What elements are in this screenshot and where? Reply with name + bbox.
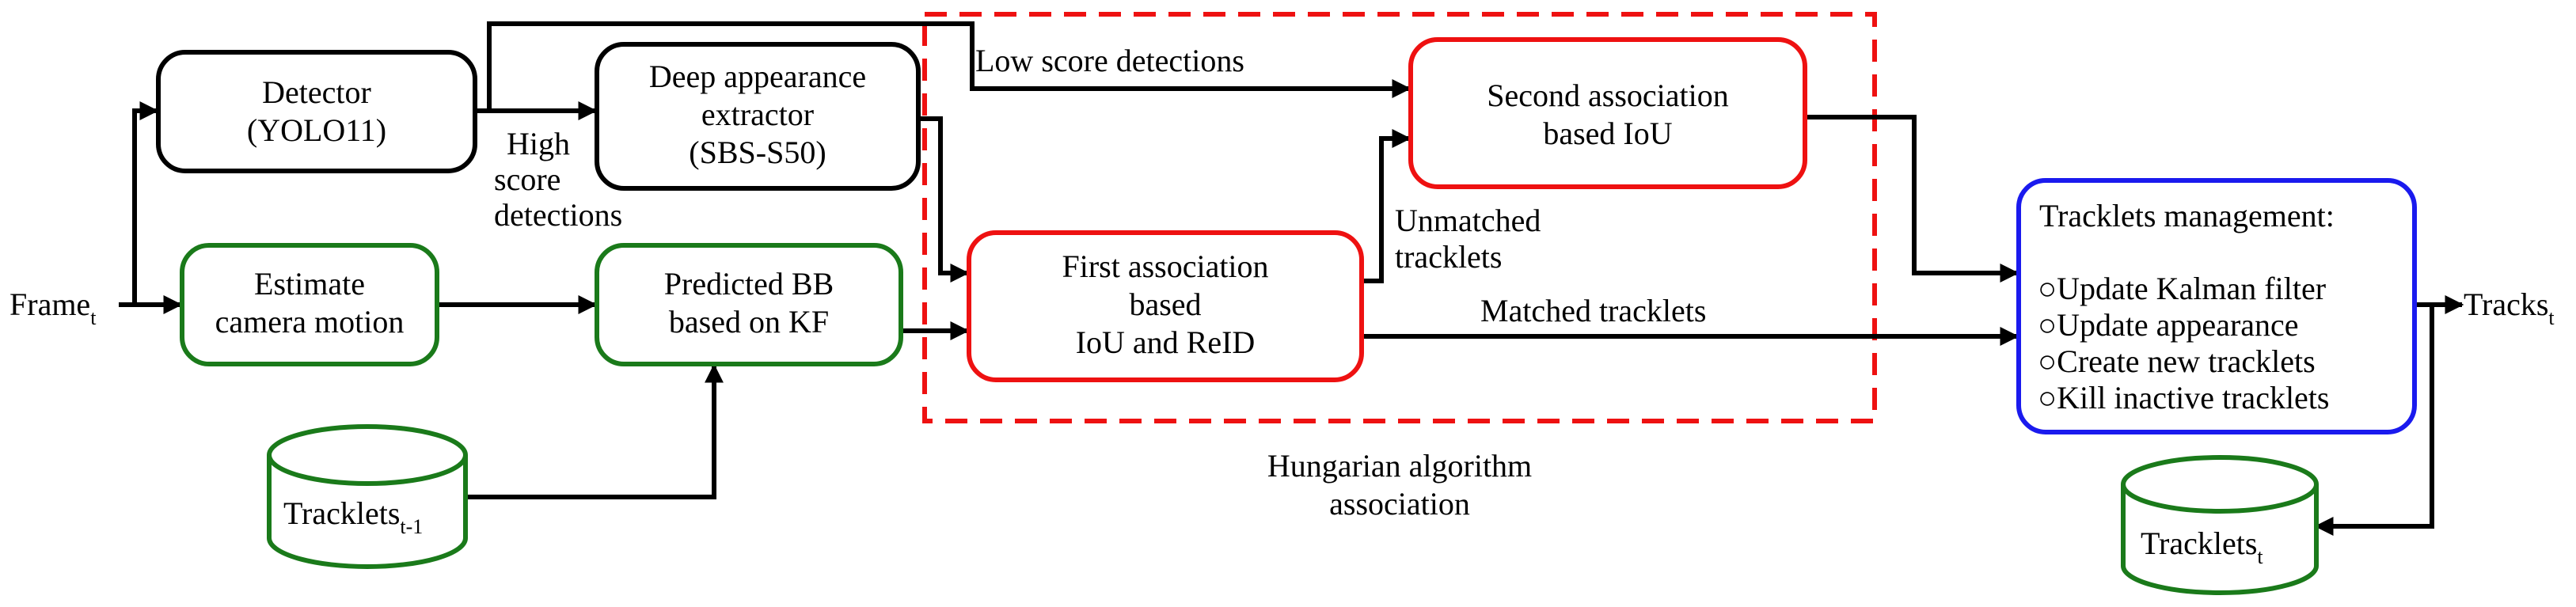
first-association-line-3: IoU and ReID xyxy=(1076,324,1256,360)
tracklets-management-node xyxy=(2016,178,2417,434)
detector-node xyxy=(156,50,477,173)
appearance-node xyxy=(595,42,921,191)
tracklets-current-cylinder xyxy=(2121,455,2319,595)
predicted-bb-line-1: Predicted BB xyxy=(664,266,834,302)
first-association-line-2: based xyxy=(1129,286,1201,322)
management-item-1: ○Update Kalman filter xyxy=(2038,271,2326,306)
second-association-line-2: based IoU xyxy=(1543,116,1672,151)
frame-label: Framet xyxy=(9,286,97,329)
edge-frame-detector xyxy=(132,101,159,305)
second-association-line-1: Second association xyxy=(1487,78,1729,113)
first-association-line-1: First association xyxy=(1062,248,1268,284)
region-label-line-2: association xyxy=(1329,486,1470,522)
region-label-line-1: Hungarian algorithm xyxy=(1267,448,1532,484)
edge-appearance-first xyxy=(918,116,970,283)
appearance-line-1: Deep appearance xyxy=(649,59,866,94)
camera-motion-node xyxy=(180,243,439,366)
management-item-3: ○Create new tracklets xyxy=(2038,343,2316,379)
predicted-bb-line-2: based on KF xyxy=(669,304,829,340)
detector-line-2: (YOLO11) xyxy=(247,112,386,148)
management-title: Tracklets management: xyxy=(2039,198,2335,233)
matched-label: Matched tracklets xyxy=(1480,293,1706,328)
management-item-4: ○Kill inactive tracklets xyxy=(2038,380,2330,415)
edge-second-management xyxy=(1805,115,2019,283)
tracklets-current-label: Trackletst xyxy=(2141,525,2263,568)
predicted-bb-node xyxy=(595,243,903,366)
camera-motion-line-1: Estimate xyxy=(254,266,365,302)
management-item-2: ○Update appearance xyxy=(2038,307,2299,343)
tracks-label: Trackst xyxy=(2464,286,2555,329)
high-score-label-line-3: detections xyxy=(494,197,622,233)
appearance-line-3: (SBS-S50) xyxy=(689,135,826,170)
camera-motion-line-2: camera motion xyxy=(215,304,405,340)
edge-low-score xyxy=(487,21,1411,111)
first-association-node xyxy=(967,230,1364,382)
tracklets-prev-label: Trackletst-1 xyxy=(283,495,423,538)
high-score-label-line-1: High xyxy=(507,126,570,161)
edge-unmatched xyxy=(1362,129,1411,283)
detector-line-1: Detector xyxy=(262,74,371,110)
edge-management-trackletscur xyxy=(2314,305,2434,536)
appearance-line-2: extractor xyxy=(701,97,814,132)
edge-trackletsprev-predicted xyxy=(465,363,724,499)
unmatched-label-line-2: tracklets xyxy=(1395,239,1503,275)
unmatched-label-line-1: Unmatched xyxy=(1395,203,1541,238)
high-score-label-line-2: score xyxy=(494,161,560,197)
low-score-label: Low score detections xyxy=(975,43,1244,78)
tracklets-prev-cylinder xyxy=(267,424,468,569)
hungarian-region xyxy=(922,12,1877,423)
second-association-node xyxy=(1408,37,1807,189)
